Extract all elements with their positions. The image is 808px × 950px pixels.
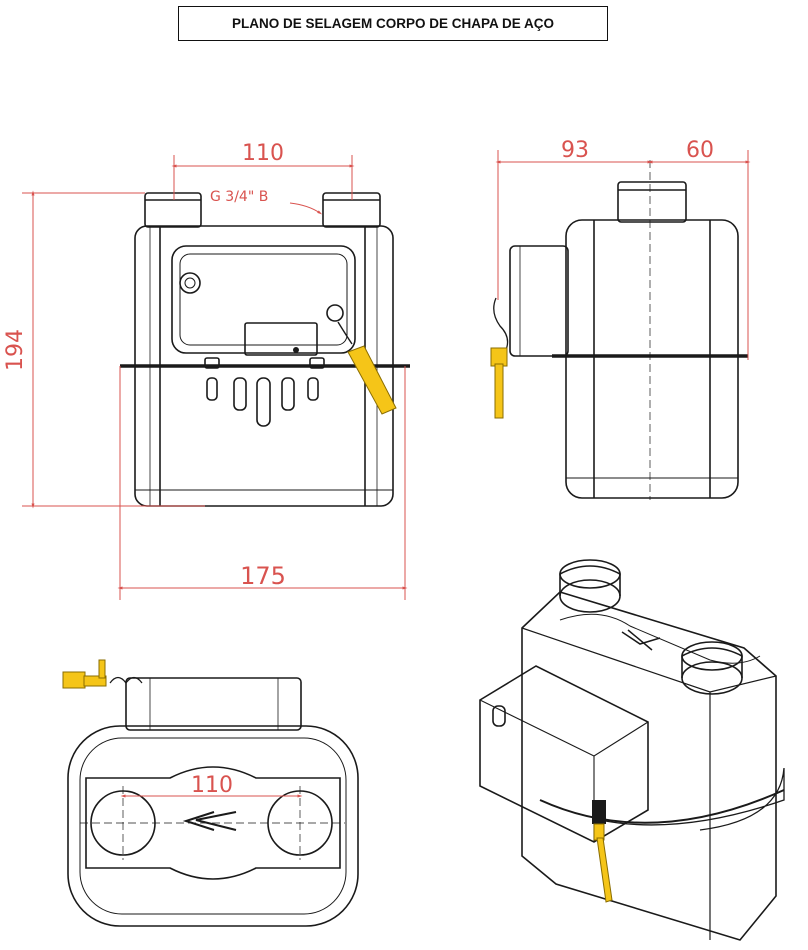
top-register: [125, 677, 302, 731]
top-cover: [85, 766, 341, 880]
index-plate: [244, 322, 318, 356]
seal-tag: [347, 345, 397, 415]
thread-label: G 3/4" B: [210, 189, 268, 205]
dim-width-top: 110: [242, 141, 284, 166]
dim-width-bottom: 175: [240, 562, 286, 590]
iso-body: [521, 591, 777, 941]
front-view: [120, 192, 410, 507]
side-body: [565, 219, 739, 499]
side-seal: [490, 347, 508, 419]
side-register: [509, 245, 569, 357]
top-view: [67, 676, 359, 927]
front-seal: [337, 321, 397, 415]
register-window: [171, 245, 356, 354]
side-dimensions: [495, 150, 751, 360]
iso-register: [479, 665, 649, 843]
flow-arrow-icon: [182, 811, 237, 831]
seal-screw: [326, 304, 344, 322]
page-title: PLANO DE SELAGEM CORPO DE CHAPA DE AÇO: [178, 6, 608, 41]
dim-top-spacing: 110: [191, 773, 233, 798]
top-body: [67, 725, 359, 927]
dim-side-right: 60: [686, 138, 714, 163]
left-connector: [144, 192, 202, 228]
dim-height: 194: [3, 329, 28, 371]
dim-side-left: 93: [561, 138, 589, 163]
side-view: [493, 160, 748, 500]
window-screw: [179, 272, 201, 294]
iso-seal: [592, 800, 613, 903]
isometric-view: [479, 559, 785, 941]
side-connector: [617, 181, 687, 223]
iso-band: [599, 767, 785, 831]
front-dimensions: [22, 155, 408, 600]
top-seal: [62, 659, 107, 689]
iso-flow-arrow-icon: [621, 629, 661, 651]
